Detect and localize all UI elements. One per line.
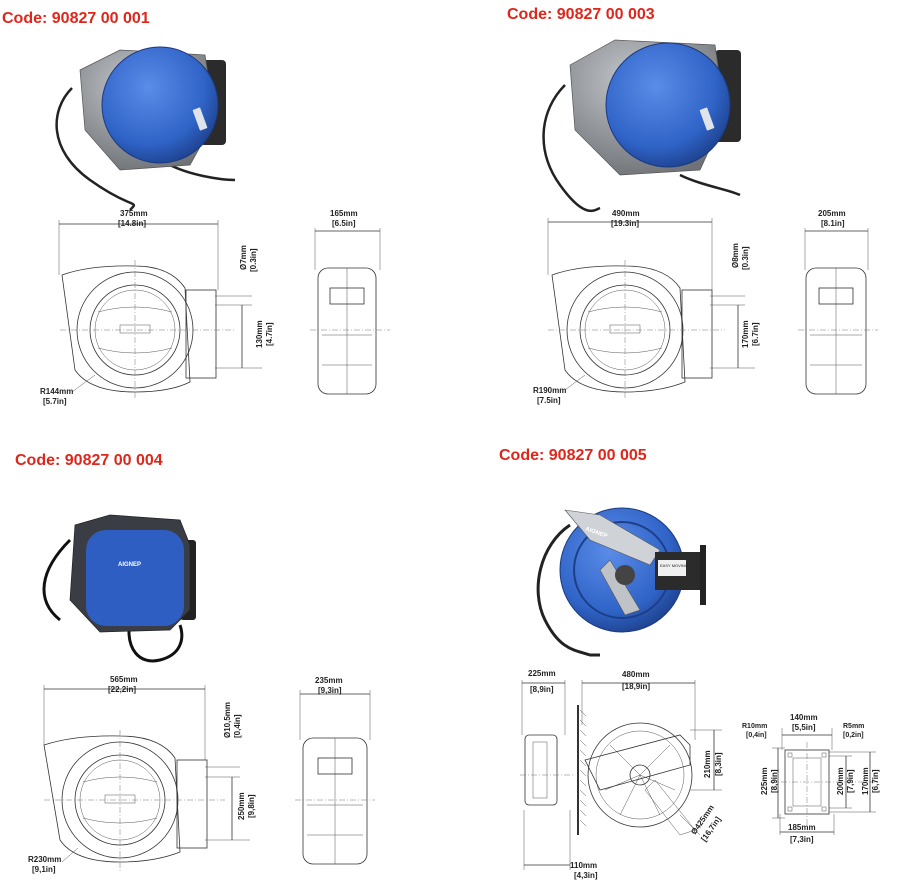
wall-in-005: [4,3in]	[574, 871, 598, 880]
width-in-003: [19.3in]	[611, 219, 639, 228]
depth-in-003: [8.1in]	[821, 219, 845, 228]
side-drawing-003: 205mm [8.1in]	[798, 209, 878, 395]
front-drawing-005: 480mm [18,9in] 210mm [8,3in] Ø425mm [16,…	[581, 670, 723, 843]
width-in-004: [22,2in]	[108, 685, 136, 694]
side-drawing-004: 235mm [9,3in]	[295, 676, 375, 865]
reel-photo-003	[542, 39, 741, 213]
front-drawing-003: 490mm [19.3in] Ø8mm [0.3in] 170mm [6.7in…	[533, 209, 760, 405]
side-drawing-005: 225mm [8,9in] 110mm [4,3in]	[520, 669, 598, 880]
width-mm-005: 480mm	[622, 670, 650, 679]
width-in-005: [18,9in]	[622, 682, 650, 691]
radius-in-004: [9,1in]	[32, 865, 56, 874]
reel-photo-005: EASY MOVING AIGNEP	[536, 507, 706, 657]
product-code-004: Code: 90827 00 004	[15, 452, 163, 469]
brand-004: AIGNEP	[118, 562, 141, 568]
radius-mm-001: R144mm	[40, 387, 73, 396]
hose-mm-004: Ø10,5mm	[223, 702, 232, 738]
bracket-r5-mm: R5mm	[843, 723, 864, 730]
bracket-top-in: [5,5in]	[792, 723, 816, 732]
hose-mm-003: Ø8mm	[731, 243, 740, 268]
front-drawing-004: 565mm [22,2in] Ø10,5mm [0,4in] 250mm [9,…	[28, 675, 256, 874]
label-005: EASY MOVING	[660, 563, 688, 568]
bracket-h-mm: 225mm	[760, 767, 769, 795]
depth-in-001: [6.5in]	[332, 219, 356, 228]
depth-mm-001: 165mm	[330, 209, 358, 218]
depth-mm-004: 235mm	[315, 676, 343, 685]
side-drawing-001: 165mm [6.5in]	[310, 209, 390, 395]
radius-mm-003: R190mm	[533, 386, 566, 395]
hose-mm-001: Ø7mm	[239, 245, 248, 270]
depth-mm-003: 205mm	[818, 209, 846, 218]
bracket-r10-in: [0,4in]	[746, 732, 767, 739]
width-in-001: [14.8in]	[118, 219, 146, 228]
bracket-bottom-mm: 185mm	[788, 823, 816, 832]
arm-in-005: [8,3in]	[714, 752, 723, 776]
bracket-r10-mm: R10mm	[742, 723, 767, 730]
width-mm-003: 490mm	[612, 209, 640, 218]
mount-mm-001: 130mm	[255, 320, 264, 348]
bracket-side-in: [6,7in]	[871, 769, 880, 793]
radius-mm-004: R230mm	[28, 855, 61, 864]
mount-in-004: [9,8in]	[247, 794, 256, 818]
bracket-inner-mm: 200mm	[836, 767, 845, 795]
depth-in-005: [8,9in]	[530, 685, 554, 694]
bracket-h-in: [8,9in]	[770, 769, 779, 793]
reel-photo-001	[55, 46, 236, 211]
hose-in-004: [0,4in]	[233, 714, 242, 738]
mount-in-001: [4.7in]	[265, 322, 274, 346]
reel-photo-004: AIGNEP	[42, 514, 196, 663]
mount-mm-003: 170mm	[741, 320, 750, 348]
bracket-r5-in: [0,2in]	[843, 732, 864, 739]
mount-mm-004: 250mm	[237, 792, 246, 820]
radius-in-003: [7.5in]	[537, 396, 561, 405]
bracket-top-mm: 140mm	[790, 713, 818, 722]
product-code-003: Code: 90827 00 003	[507, 6, 655, 23]
radius-in-001: [5.7in]	[43, 397, 67, 406]
width-mm-001: 375mm	[120, 209, 148, 218]
front-drawing-001: 375mm [14.8in] Ø7mm [0.3in] 130mm [4.7in…	[40, 209, 274, 406]
arm-mm-005: 210mm	[703, 750, 712, 778]
bracket-side-mm: 170mm	[861, 767, 870, 795]
mount-in-003: [6.7in]	[751, 322, 760, 346]
bracket-drawing-005: R10mm [0,4in] 140mm [5,5in] R5mm [0,2in]…	[742, 713, 880, 844]
width-mm-004: 565mm	[110, 675, 138, 684]
bracket-inner-in: [7,9in]	[846, 769, 855, 793]
product-code-001: Code: 90827 00 001	[2, 10, 150, 27]
product-code-005: Code: 90827 00 005	[499, 447, 647, 464]
hose-in-001: [0.3in]	[249, 248, 258, 272]
wall-mm-005: 110mm	[570, 861, 597, 870]
bracket-bottom-in: [7,3in]	[790, 835, 814, 844]
hose-in-003: [0.3in]	[741, 246, 750, 270]
depth-mm-005: 225mm	[528, 669, 556, 678]
depth-in-004: [9,3in]	[318, 686, 342, 695]
